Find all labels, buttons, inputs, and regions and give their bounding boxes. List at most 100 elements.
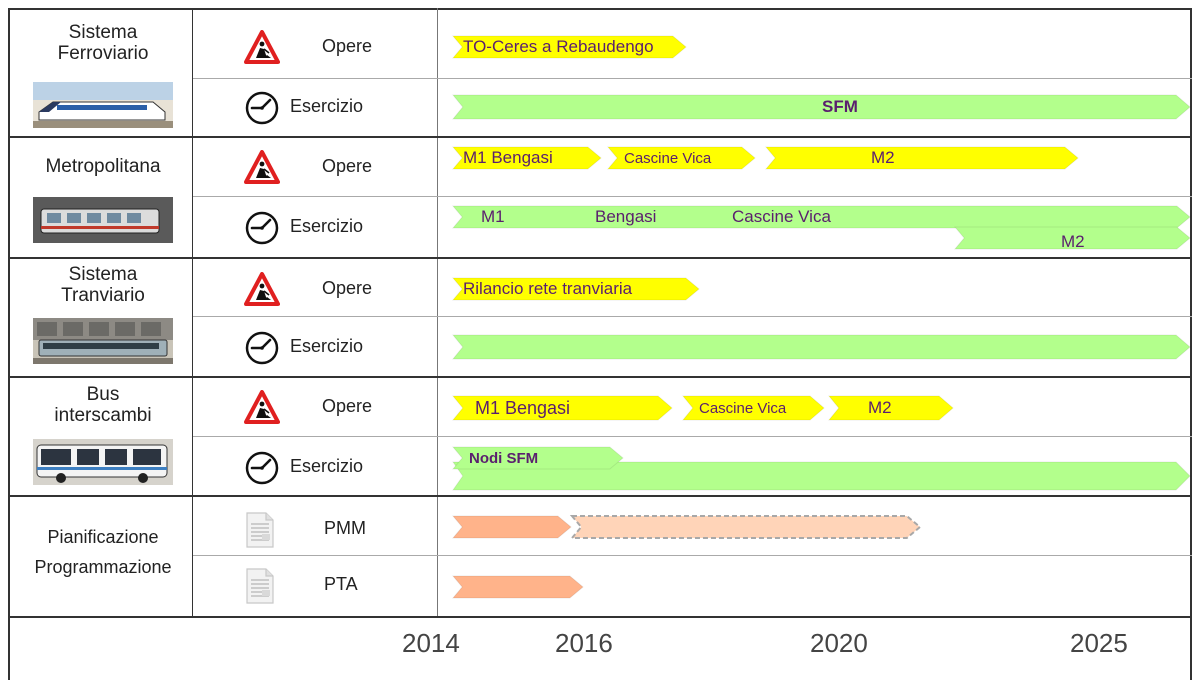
sub-label-opere: Opere bbox=[322, 396, 373, 416]
bar-metro-opere-m1-bengasi: M1 Bengasi bbox=[451, 146, 602, 170]
bar-fill bbox=[764, 146, 1079, 170]
bar-label: Rilancio rete tranviaria bbox=[463, 279, 633, 298]
category-label-ferroviario: Sistema Ferroviario bbox=[14, 22, 192, 64]
bar-fill bbox=[451, 334, 1191, 360]
sub-row-divider bbox=[193, 555, 1192, 556]
document-icon bbox=[246, 568, 274, 604]
bar-fill bbox=[452, 461, 1191, 491]
bar-metro-opere-cascine-vica: Cascine Vica bbox=[606, 146, 756, 170]
bar-bus-esercizio bbox=[452, 461, 1191, 491]
category-line: Programmazione bbox=[34, 557, 172, 577]
bar-label: M2 bbox=[1061, 232, 1085, 251]
clock-icon bbox=[245, 211, 279, 245]
bar-fill bbox=[681, 395, 825, 421]
bar-bus-esercizio-nodi-sfm: Nodi SFM bbox=[451, 446, 624, 470]
bus-photo bbox=[33, 439, 173, 485]
bar-shape bbox=[451, 146, 602, 170]
bar-tram-opere: Rilancio rete tranviaria bbox=[451, 277, 700, 301]
row-divider bbox=[8, 495, 1192, 497]
category-line: Sistema bbox=[68, 264, 138, 285]
year-tick-label: 2016 bbox=[555, 628, 613, 658]
sub-row-divider bbox=[193, 78, 1192, 79]
bar-pta bbox=[451, 575, 584, 599]
bar-shape bbox=[451, 575, 584, 599]
bar-fill bbox=[451, 277, 700, 301]
bar-label: M1 Bengasi bbox=[463, 148, 553, 167]
row-divider bbox=[8, 257, 1192, 259]
clock-icon bbox=[245, 451, 279, 485]
sub-label-esercizio: Esercizio bbox=[290, 216, 364, 236]
bar-fill bbox=[606, 146, 756, 170]
chart-column-divider bbox=[437, 8, 438, 616]
sub-row-opere: Opere bbox=[238, 148, 438, 188]
sub-label-opere: Opere bbox=[322, 156, 373, 176]
document-icon bbox=[246, 512, 274, 548]
bar-fill bbox=[451, 35, 687, 59]
bar-bus-opere-m1-bengasi: M1 Bengasi bbox=[451, 395, 673, 421]
road-work-warning-icon bbox=[244, 390, 280, 424]
bar-fill bbox=[827, 395, 954, 421]
sub-label-pta: PTA bbox=[324, 574, 358, 594]
bar-shape bbox=[451, 395, 673, 421]
sub-row-divider bbox=[193, 316, 1192, 317]
bar-metro-esercizio-m2: M2 bbox=[953, 226, 1191, 251]
sub-row-divider bbox=[193, 436, 1192, 437]
bar-fill bbox=[569, 515, 922, 539]
sub-label-opere: Opere bbox=[322, 36, 373, 56]
bar-fill bbox=[451, 94, 1191, 120]
clock-icon bbox=[245, 331, 279, 365]
road-work-warning-icon bbox=[244, 272, 280, 306]
sub-label-esercizio: Esercizio bbox=[290, 96, 364, 116]
bar-label: M1 Bengasi bbox=[475, 397, 571, 418]
road-work-warning-icon bbox=[244, 150, 280, 184]
sub-row-esercizio: Esercizio bbox=[238, 88, 438, 128]
category-column-divider bbox=[192, 8, 193, 616]
bar-label: M2 bbox=[868, 398, 892, 417]
bar-ferro-esercizio: SFM bbox=[451, 94, 1191, 120]
bar-shape bbox=[606, 146, 756, 170]
sub-row-opere: Opere bbox=[238, 270, 438, 310]
bar-label: Cascine Vica bbox=[699, 399, 787, 417]
bar-bus-opere-cascine-vica: Cascine Vica bbox=[681, 395, 825, 421]
bar-shape bbox=[451, 446, 624, 470]
sub-row-opere: Opere bbox=[238, 388, 438, 428]
bar-pmm-planned bbox=[569, 515, 922, 539]
category-label-metropolitana: Metropolitana bbox=[14, 156, 192, 177]
bar-label: Nodi SFM bbox=[469, 449, 539, 467]
bar-shape bbox=[451, 35, 687, 59]
bar-shape bbox=[953, 226, 1191, 250]
tram-photo bbox=[33, 318, 173, 364]
outer-border-right bbox=[1190, 8, 1192, 680]
metro-photo bbox=[33, 192, 173, 243]
category-line: Ferroviario bbox=[57, 43, 149, 64]
category-line: Bus bbox=[86, 384, 120, 405]
sub-row-opere: Opere bbox=[238, 28, 438, 68]
category-label-bus: Bus interscambi bbox=[14, 384, 192, 426]
bar-label: TO-Ceres a Rebaudengo bbox=[463, 37, 654, 56]
category-line: Pianificazione bbox=[47, 527, 159, 547]
bar-bus-opere-m2: M2 bbox=[827, 395, 954, 421]
year-tick-label: 2020 bbox=[810, 628, 868, 658]
sub-row-divider bbox=[193, 196, 1192, 197]
sub-row-esercizio: Esercizio bbox=[238, 208, 438, 248]
bar-metro-opere-m2: M2 bbox=[764, 146, 1079, 170]
row-divider bbox=[8, 616, 1192, 618]
sub-label-pmm: PMM bbox=[324, 518, 366, 538]
bar-shape bbox=[681, 395, 825, 421]
bar-label: SFM bbox=[822, 97, 858, 116]
sub-row-pta: PTA bbox=[238, 566, 438, 606]
sub-label-esercizio: Esercizio bbox=[290, 336, 364, 356]
sub-row-esercizio: Esercizio bbox=[238, 448, 438, 488]
category-line: interscambi bbox=[54, 405, 152, 426]
category-line: Tranviario bbox=[61, 285, 145, 306]
category-label-tranviario: Sistema Tranviario bbox=[14, 264, 192, 306]
sub-row-esercizio: Esercizio bbox=[238, 328, 438, 368]
clock-icon bbox=[245, 91, 279, 125]
sub-row-pmm: PMM bbox=[238, 510, 438, 550]
sub-label-opere: Opere bbox=[322, 278, 373, 298]
year-tick-label: 2014 bbox=[402, 628, 460, 658]
bar-fill bbox=[953, 226, 1191, 250]
bar-ferro-opere: TO-Ceres a Rebaudengo bbox=[451, 35, 687, 59]
bar-label: Cascine Vica bbox=[624, 149, 712, 167]
